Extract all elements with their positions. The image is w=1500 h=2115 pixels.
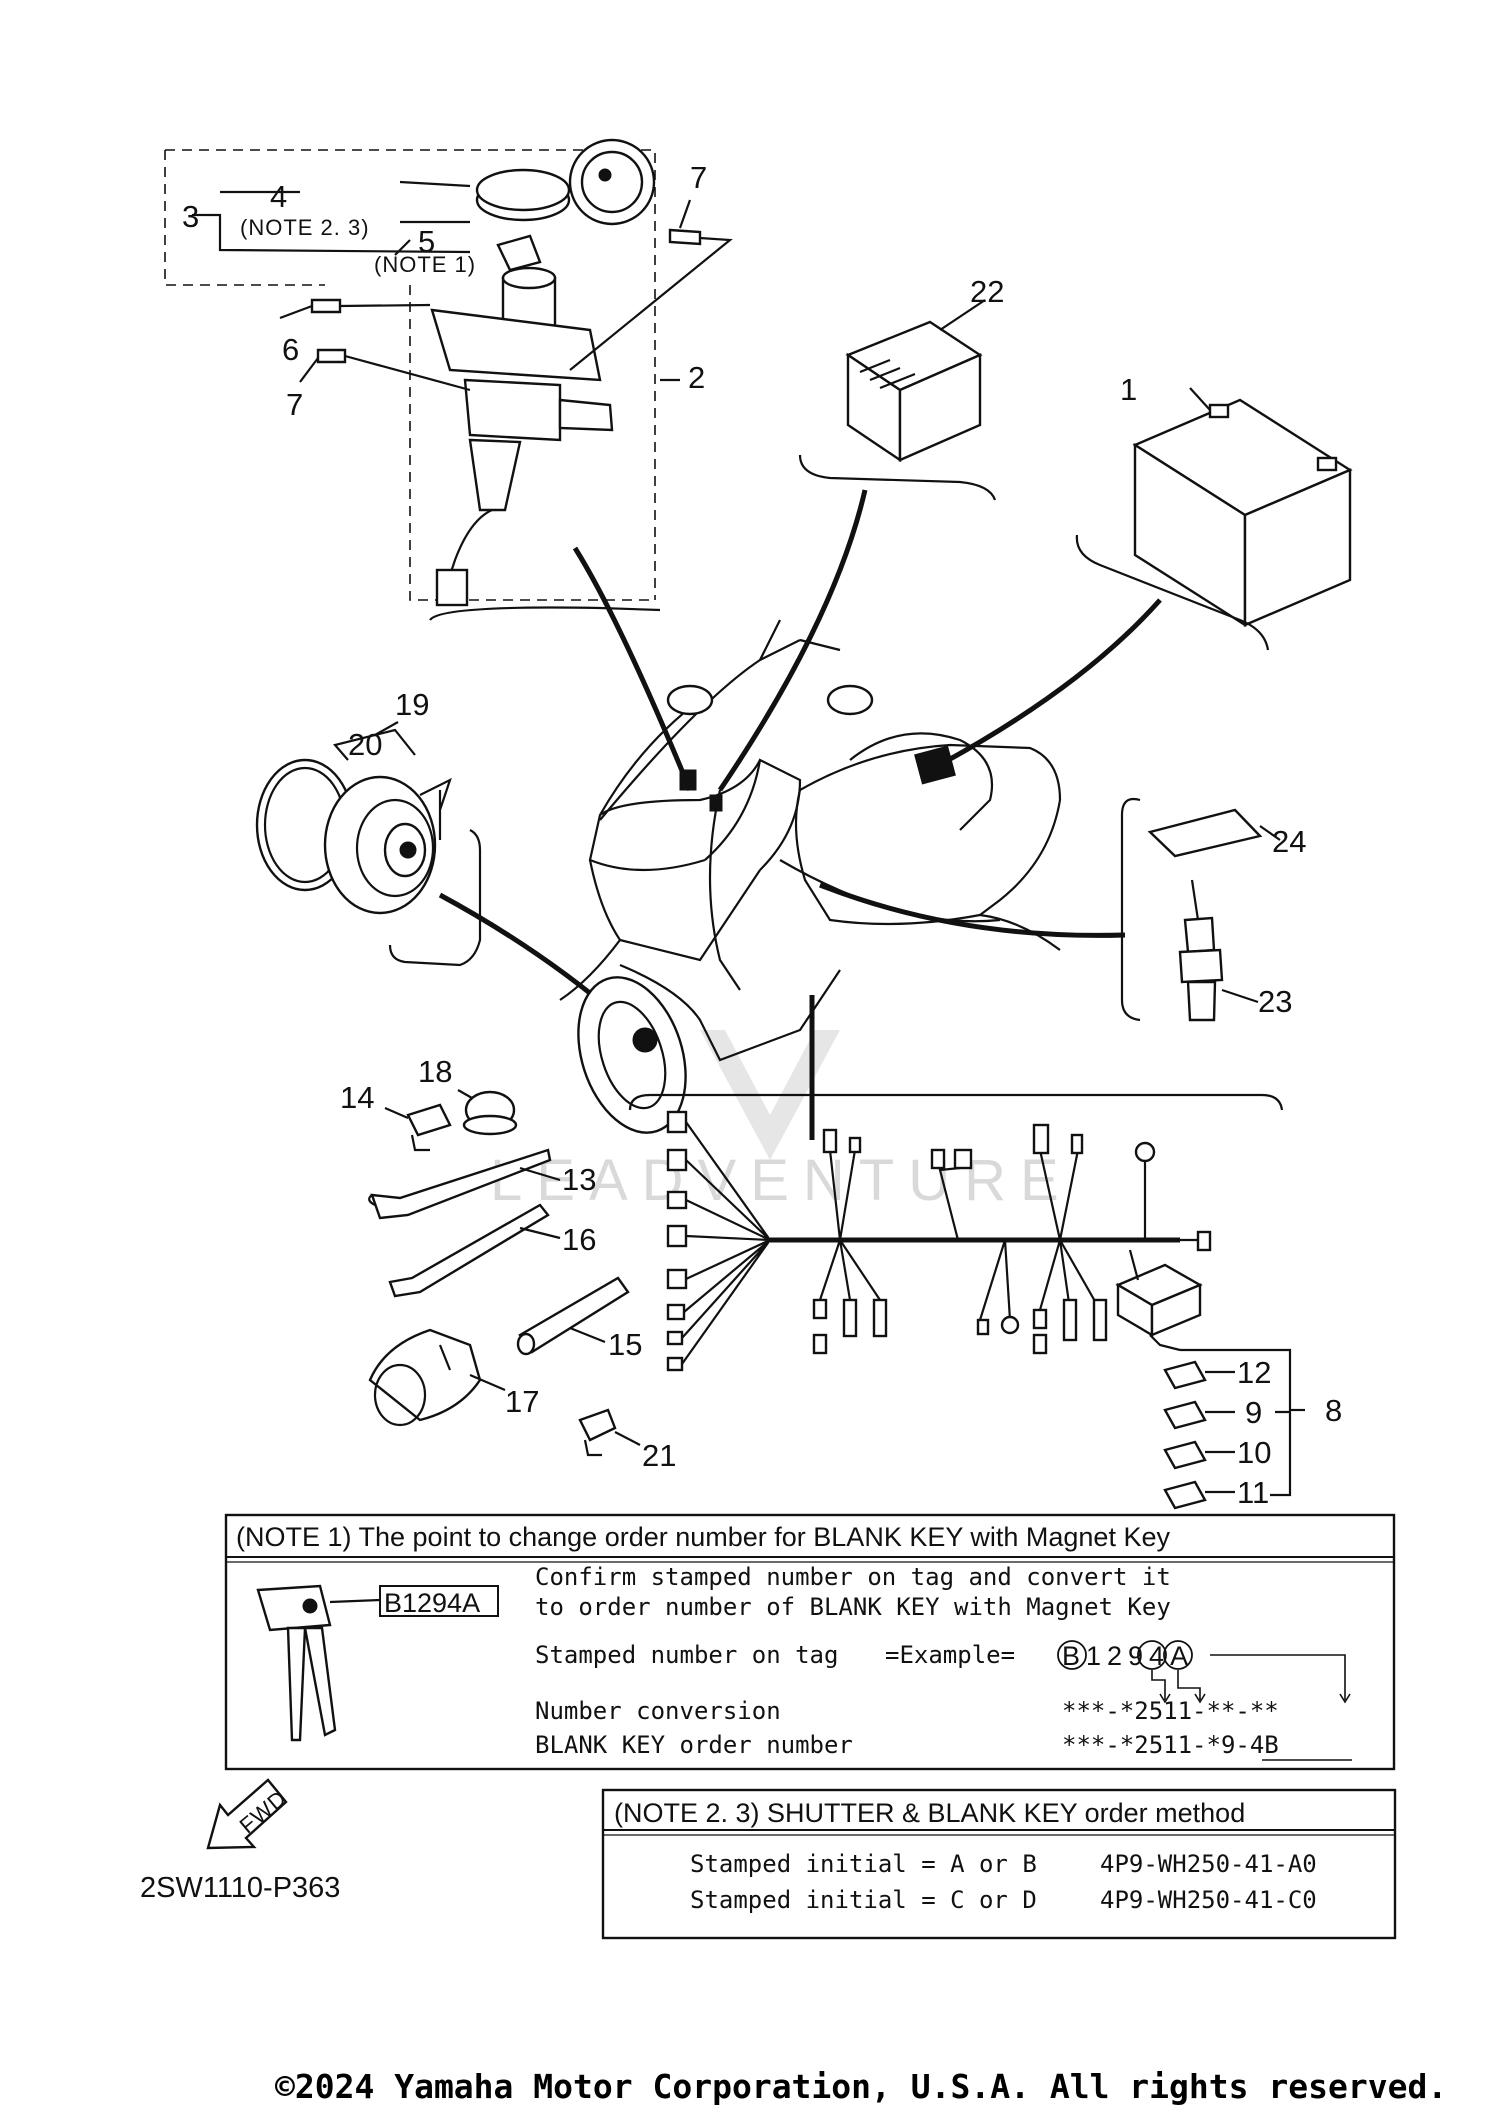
label-24 xyxy=(1147,808,1263,858)
callout-17: 17 xyxy=(505,1384,539,1419)
callout-2: 2 xyxy=(688,360,705,395)
tag-box xyxy=(379,1585,499,1617)
note-1-line-2: to order number of BLANK KEY with Magnet… xyxy=(535,1593,1171,1621)
fuse-10 xyxy=(1163,1440,1207,1470)
sleeve-17 xyxy=(368,1328,482,1422)
blank-key-icon xyxy=(256,1584,381,1742)
callout-7-upper: 7 xyxy=(690,160,707,195)
sensor-23 xyxy=(1178,948,1224,984)
fuse-12 xyxy=(1163,1360,1207,1390)
note-1-label: (NOTE 1) xyxy=(374,252,476,277)
bolt-6 xyxy=(310,298,342,314)
harness-left-connectors xyxy=(666,1110,771,1372)
clamp-21 xyxy=(578,1408,617,1442)
battery-group: 1 xyxy=(1075,372,1353,651)
bolt-7-lower xyxy=(316,348,347,364)
note-1-line-1: Confirm stamped number on tag and conver… xyxy=(535,1563,1171,1591)
callout-4: 4 xyxy=(270,179,287,214)
callout-16: 16 xyxy=(562,1222,596,1257)
conversion-value: ***-*2511-**-** xyxy=(1062,1697,1279,1725)
key-head xyxy=(496,234,542,272)
note-2-3-box: (NOTE 2. 3) SHUTTER & BLANK KEY order me… xyxy=(601,1788,1397,1940)
callout-22: 22 xyxy=(970,274,1004,309)
tag-number: B1294A xyxy=(384,1588,480,1618)
note-1-header: (NOTE 1) The point to change order numbe… xyxy=(236,1522,1170,1552)
callout-23: 23 xyxy=(1258,984,1292,1019)
callout-9: 9 xyxy=(1245,1395,1262,1430)
drawing-reference: 2SW1110-P363 xyxy=(140,1872,340,1904)
main-switch-group: 3 4 (NOTE 2. 3) 5 (NOTE 1) 6 7 7 2 xyxy=(164,138,733,621)
wire-sensor xyxy=(819,882,1126,938)
callout-11: 11 xyxy=(1237,1475,1269,1510)
callout-20: 20 xyxy=(348,727,382,762)
conversion-label: Number conversion xyxy=(535,1697,781,1725)
stamped-label: Stamped number on tag xyxy=(535,1641,838,1669)
rotor-19 xyxy=(323,775,437,915)
fwd-arrow: FWD xyxy=(206,1778,291,1850)
example-label: =Example= xyxy=(885,1641,1015,1669)
watermark: LEADVENTURE xyxy=(490,1030,1059,1213)
order-label: BLANK KEY order number xyxy=(535,1731,853,1759)
callout-12: 12 xyxy=(1237,1355,1271,1390)
callout-6: 6 xyxy=(282,332,299,367)
note-2-3-label: (NOTE 2. 3) xyxy=(240,215,370,240)
relay-group: 22 xyxy=(798,274,1004,501)
band-13 xyxy=(370,1148,552,1220)
switch-body xyxy=(430,308,602,382)
small-parts-group: 14 18 13 16 15 17 21 xyxy=(340,1054,676,1473)
copyright-notice: ©2024 Yamaha Motor Corporation, U.S.A. A… xyxy=(275,2067,1447,2106)
rotor-group: 19 20 xyxy=(255,687,482,967)
wire-relay xyxy=(717,489,868,792)
band-16 xyxy=(388,1203,550,1298)
fuse-11 xyxy=(1163,1480,1207,1510)
switch-connector xyxy=(435,568,469,607)
callout-3: 3 xyxy=(182,199,199,234)
shutter-row-1-value: 4P9-WH250-41-A0 xyxy=(1100,1850,1317,1878)
callout-14: 14 xyxy=(340,1080,374,1115)
callout-18: 18 xyxy=(418,1054,452,1089)
callout-10: 10 xyxy=(1237,1435,1271,1470)
callout-7-lower: 7 xyxy=(286,387,303,422)
sensor-group: 24 23 xyxy=(1120,797,1306,1022)
order-value: ***-*2511-*9-4B xyxy=(1062,1731,1279,1759)
callout-8: 8 xyxy=(1325,1393,1342,1428)
fwd-arrow-icon xyxy=(206,1778,288,1850)
note-1-box: (NOTE 1) The point to change order numbe… xyxy=(224,1513,1396,1771)
callout-5: 5 xyxy=(418,224,435,259)
callout-15: 15 xyxy=(608,1327,642,1362)
shutter-row-1-label: Stamped initial = A or B xyxy=(690,1850,1037,1878)
shutter-row-2-value: 4P9-WH250-41-C0 xyxy=(1100,1886,1317,1914)
callout-19: 19 xyxy=(395,687,429,722)
shutter-row-2-label: Stamped initial = C or D xyxy=(690,1886,1037,1914)
note-2-3-header: (NOTE 2. 3) SHUTTER & BLANK KEY order me… xyxy=(614,1798,1245,1828)
clamp-14 xyxy=(406,1103,452,1137)
fuse-9 xyxy=(1163,1400,1207,1430)
callout-13: 13 xyxy=(562,1162,596,1197)
wire-battery xyxy=(928,598,1162,773)
scooter-outline xyxy=(559,619,1062,1134)
bolt-7-upper xyxy=(668,228,702,246)
wire-harness-group: 12 9 10 11 8 xyxy=(628,1093,1342,1510)
callout-24: 24 xyxy=(1272,824,1306,859)
wire-switch xyxy=(572,546,693,791)
callout-1: 1 xyxy=(1120,372,1137,407)
callout-21: 21 xyxy=(642,1438,676,1473)
